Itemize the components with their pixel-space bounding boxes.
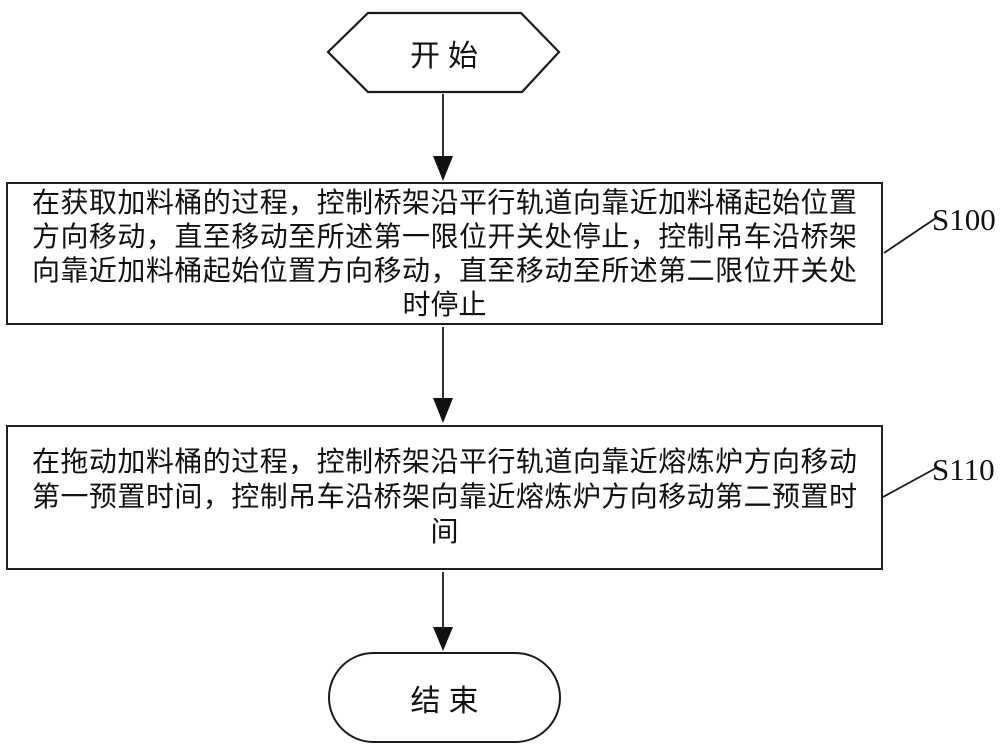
arrowhead-step2-to-end: [433, 627, 453, 651]
process-step-1: 在获取加料桶的过程，控制桥架沿平行轨道向靠近加料桶起始位置方向移动，直至移动至所…: [6, 182, 883, 325]
leader-line-s110: [882, 466, 939, 498]
arrowhead-step1-to-step2: [433, 398, 453, 423]
leader-line-s100: [883, 217, 937, 254]
end-node: 结束: [328, 652, 561, 743]
step-label-s110: S110: [932, 452, 995, 487]
step-label-s100: S100: [932, 202, 996, 237]
start-node: 开始: [410, 38, 486, 74]
arrowhead-start-to-step1: [433, 156, 453, 181]
process-step-2: 在拖动加料桶的过程，控制桥架沿平行轨道向靠近熔炼炉方向移动第一预置时间，控制吊车…: [6, 425, 883, 570]
